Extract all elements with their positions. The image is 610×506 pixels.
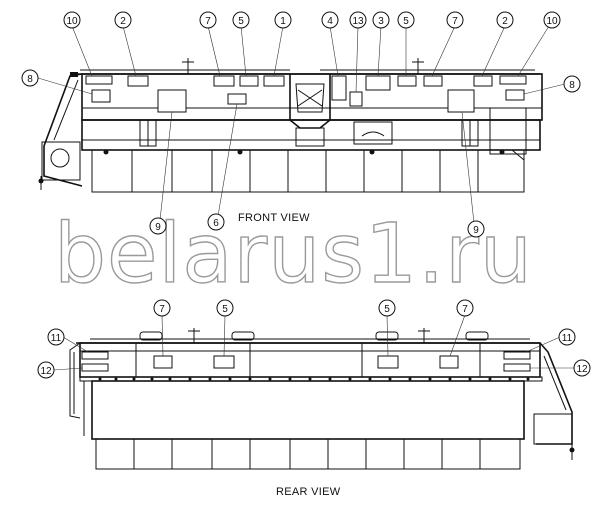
callout-number: 2	[502, 16, 508, 27]
rear-view: 7 5 5 7 11 11 12 12 REAR VIEW	[37, 299, 591, 498]
callout-number: 10	[546, 16, 558, 27]
callout-number: 10	[66, 16, 78, 27]
callout-number: 12	[40, 366, 52, 377]
callout-number: 9	[473, 225, 479, 236]
callout-number: 6	[213, 218, 219, 229]
callout-number: 8	[569, 80, 575, 91]
callout-number: 7	[452, 16, 458, 27]
callout-number: 2	[120, 16, 126, 27]
callout-number: 5	[403, 16, 409, 27]
front-view-title: FRONT VIEW	[238, 212, 310, 224]
callout-number: 1	[280, 16, 286, 27]
rear-decals	[81, 351, 531, 372]
callout-number: 7	[462, 304, 468, 315]
callout-number: 5	[238, 16, 244, 27]
callout-number: 8	[27, 74, 33, 85]
front-decals	[85, 75, 527, 113]
callout-number: 3	[378, 16, 384, 27]
callout-number: 11	[562, 333, 573, 344]
rear-view-title: REAR VIEW	[276, 486, 341, 498]
watermark: belarus1.ru	[54, 207, 533, 302]
callout-number: 5	[222, 304, 228, 315]
callout-number: 11	[51, 333, 62, 344]
callout-number: 4	[327, 16, 333, 27]
callout-number: 5	[384, 304, 390, 315]
rear-callouts: 7 5 5 7 11 11 12 12	[37, 299, 591, 379]
callout-number: 12	[576, 364, 588, 375]
callout-number: 7	[159, 304, 165, 315]
callout-number: 13	[352, 16, 364, 27]
callout-number: 7	[205, 16, 211, 27]
front-callouts: 10 2 7 5 1 4 13 3 5 7 2 10 8 8	[21, 11, 581, 238]
callout-number: 9	[155, 222, 161, 233]
front-view: 10 2 7 5 1 4 13 3 5 7 2 10 8 8	[21, 11, 581, 238]
